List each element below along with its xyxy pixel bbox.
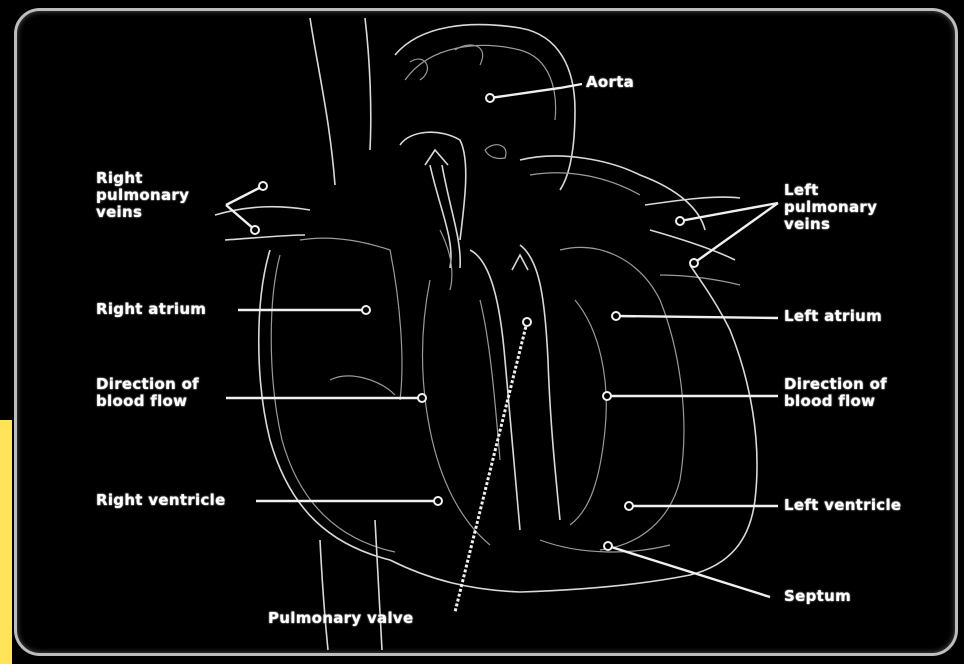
label-direction-left: Direction of blood flow bbox=[96, 376, 199, 410]
leader-dot-left-ventricle bbox=[625, 502, 633, 510]
leader-septum bbox=[608, 546, 770, 597]
label-left-pulmonary-veins: Left pulmonary veins bbox=[784, 182, 877, 233]
label-right-ventricle: Right ventricle bbox=[96, 492, 226, 509]
label-septum: Septum bbox=[784, 588, 851, 605]
label-right-pulmonary-veins: Right pulmonary veins bbox=[96, 170, 189, 221]
leader-dot-septum bbox=[604, 542, 612, 550]
label-left-atrium: Left atrium bbox=[784, 308, 882, 325]
leader-dot-right-atrium bbox=[362, 306, 370, 314]
leader-dot-direction-left bbox=[418, 394, 426, 402]
leader-dot-pulmonary-valve bbox=[523, 318, 531, 326]
leader-lines bbox=[226, 84, 778, 612]
leader-dot-right-pulmonary-upper bbox=[259, 182, 267, 190]
leader-dot-left-pulmonary-lower bbox=[690, 259, 698, 267]
leader-dot-aorta bbox=[486, 94, 494, 102]
label-aorta: Aorta bbox=[586, 74, 634, 91]
leader-left-atrium bbox=[616, 316, 778, 318]
leader-dot-left-atrium bbox=[612, 312, 620, 320]
leader-dot-right-ventricle bbox=[434, 497, 442, 505]
label-right-atrium: Right atrium bbox=[96, 301, 206, 318]
heart-outline bbox=[215, 18, 757, 650]
label-pulmonary-valve: Pulmonary valve bbox=[268, 610, 413, 627]
leader-left-pulmonary-veins bbox=[680, 203, 778, 263]
label-direction-right: Direction of blood flow bbox=[784, 376, 887, 410]
leader-dot-left-pulmonary-upper bbox=[676, 217, 684, 225]
label-left-ventricle: Left ventricle bbox=[784, 497, 901, 514]
leader-dot-right-pulmonary-lower bbox=[251, 226, 259, 234]
leader-aorta bbox=[490, 84, 582, 98]
leader-dot-direction-right bbox=[603, 392, 611, 400]
